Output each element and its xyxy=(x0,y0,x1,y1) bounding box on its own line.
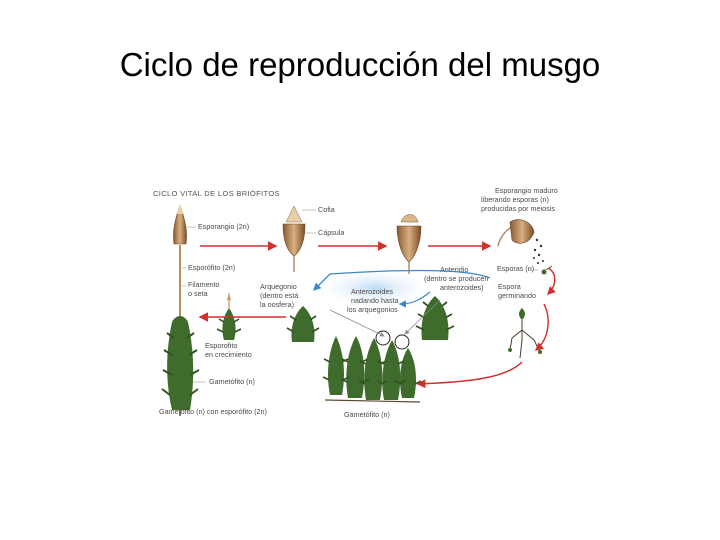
label-gametofito-esporofito: Gametófito (n) con esporófito (2n) xyxy=(159,407,267,416)
protonema-illustration xyxy=(508,308,542,358)
label-arquegonio-3: la oosfera) xyxy=(260,300,294,309)
label-crecimiento-2: en crecimiento xyxy=(205,350,252,359)
label-arquegonio-1: Arquegonio xyxy=(260,282,297,291)
arrow-germinando-to-protonema xyxy=(536,304,548,350)
label-capsula: Cápsula xyxy=(318,228,344,237)
label-maduro-3: producidas por meiosis xyxy=(481,204,555,213)
label-germinando-1: Espora xyxy=(498,282,521,291)
label-gametofito-bottom: Gametófito (n) xyxy=(344,410,390,419)
label-esporas: Esporas (n) xyxy=(497,264,534,273)
label-filamento-2: o seta xyxy=(188,289,208,298)
label-esporangio: Esporangio (2n) xyxy=(198,222,249,231)
label-cofia: Cofia xyxy=(318,205,335,214)
mature-sporangium-illustration xyxy=(498,220,544,264)
gametophyte-with-sporophyte-illustration xyxy=(162,204,199,416)
label-anterozoides-3: los arquegonios xyxy=(347,305,398,314)
label-germinando-2: germinando xyxy=(498,291,536,300)
label-anterozoides-1: Anterozoides xyxy=(351,287,393,296)
label-crecimiento-1: Esporofito xyxy=(205,341,237,350)
gametophyte-cluster-illustration xyxy=(323,331,421,402)
open-capsule-illustration xyxy=(397,215,421,275)
label-esporofito: Esporófito (2n) xyxy=(188,263,235,272)
archegonium-plant-illustration xyxy=(287,306,319,342)
capsule-with-cofia-illustration xyxy=(283,206,305,272)
label-maduro-2: liberando esporas (n) xyxy=(481,195,549,204)
diagram-header: CICLO VITAL DE LOS BRIÓFITOS xyxy=(153,189,280,198)
label-gametofito-small: Gametófito (n) xyxy=(209,377,255,386)
arrow-protonema-to-gametofito xyxy=(418,362,522,384)
label-arquegonio-2: (dentro está xyxy=(260,291,298,300)
label-anteridio-3: anterozoides) xyxy=(440,283,484,292)
arrow-esporas-to-germinando xyxy=(548,268,555,294)
label-maduro-1: Esporangio maduro xyxy=(495,186,558,195)
growing-sporophyte-illustration xyxy=(217,292,241,340)
label-anterozoides-2: nadando hasta xyxy=(351,296,399,305)
label-filamento-1: Filamento xyxy=(188,280,220,289)
